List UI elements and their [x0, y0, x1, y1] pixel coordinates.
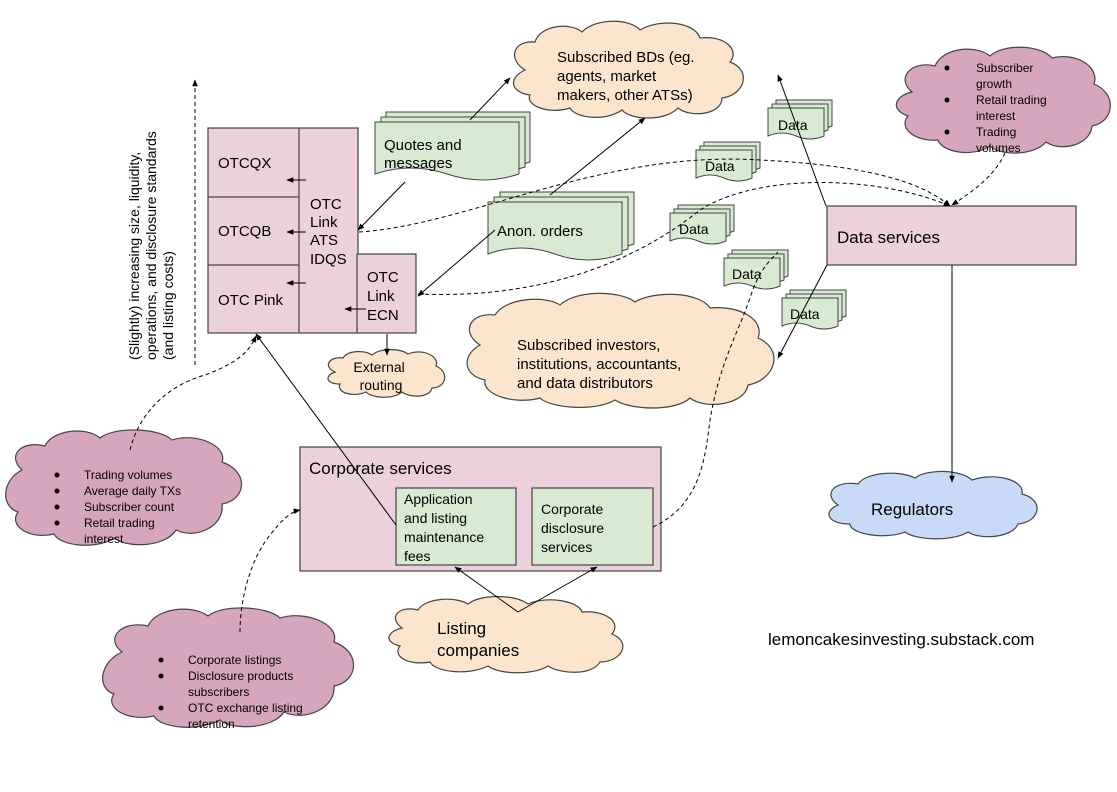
subscribed-investors-cloud [466, 292, 775, 409]
data-doc-2 [695, 141, 761, 182]
otc-link-ecn-label: OTC Link ECN [367, 269, 403, 324]
svg-text:interest: interest [976, 109, 1016, 123]
otc-link-ecn-box [356, 253, 417, 334]
svg-text:Corporate listings: Corporate listings [188, 653, 281, 667]
listing-fees-box [395, 487, 517, 566]
trading-drivers-list: Trading volumes Average daily TXs Subscr… [54, 468, 181, 546]
external-routing-cloud [327, 349, 446, 398]
anon-orders-doc [487, 191, 635, 261]
svg-text:Retail trading: Retail trading [976, 93, 1047, 107]
data-doc-3 [669, 204, 735, 245]
svg-text:subscribers: subscribers [188, 685, 249, 699]
subscribed-bds-cloud [513, 20, 744, 119]
data-label-1: Data [778, 117, 808, 133]
dashed-connectors [129, 152, 1006, 633]
svg-text:Average daily TXs: Average daily TXs [84, 484, 181, 498]
data-label-3: Data [679, 221, 709, 237]
external-routing-label: External routing [353, 359, 408, 393]
disclosure-services-label: Corporate disclosure services [541, 501, 608, 555]
quotes-messages-label: Quotes and messages [384, 137, 466, 172]
tier-otcpink: OTC Pink [218, 292, 284, 309]
data-label-5: Data [790, 306, 820, 322]
corporate-drivers-cloud [102, 607, 355, 728]
svg-text:Retail trading: Retail trading [84, 516, 155, 530]
listing-companies-cloud [388, 595, 624, 674]
listing-companies-label: Listing companies [437, 619, 519, 660]
data-doc-4 [723, 249, 789, 290]
data-services-box [826, 205, 1077, 266]
data-services-label: Data services [837, 228, 940, 247]
otc-markets-block [207, 127, 359, 334]
data-label-4: Data [732, 266, 762, 282]
listing-fees-label: Application and listing maintenance fees [404, 491, 488, 564]
svg-text:Disclosure products: Disclosure products [188, 669, 293, 683]
tier-otcqx: OTCQX [218, 155, 271, 172]
watermark: lemoncakesinvesting.substack.com [768, 630, 1034, 649]
quotes-messages-doc [374, 111, 531, 181]
otc-link-ats-label: OTC Link ATS IDQS [310, 196, 347, 268]
data-drivers-list: Subscriber growth Retail trading interes… [944, 61, 1047, 155]
solid-connectors [255, 74, 955, 613]
svg-text:growth: growth [976, 77, 1012, 91]
svg-text:volumes: volumes [976, 141, 1021, 155]
subscribed-investors-label: Subscribed investors, institutions, acco… [517, 337, 685, 392]
svg-text:Subscriber: Subscriber [976, 61, 1033, 75]
tier-otcqb: OTCQB [218, 223, 271, 240]
data-doc-5 [781, 289, 847, 330]
svg-text:interest: interest [84, 532, 124, 546]
tier-scale-label: (Slightly) increasing size, liquidity, o… [126, 127, 176, 360]
corporate-services-title: Corporate services [309, 459, 452, 478]
subscribed-bds-label: Subscribed BDs (eg. agents, market maker… [557, 49, 699, 104]
trading-drivers-cloud [5, 429, 243, 546]
svg-text:Trading: Trading [976, 125, 1016, 139]
data-label-2: Data [705, 158, 735, 174]
svg-text:Trading volumes: Trading volumes [84, 468, 172, 482]
anon-orders-label: Anon. orders [497, 223, 583, 240]
svg-text:OTC exchange listing: OTC exchange listing [188, 701, 303, 715]
corporate-drivers-list: Corporate listings Disclosure products s… [158, 653, 303, 731]
regulators-cloud [828, 470, 1038, 540]
svg-text:Subscriber count: Subscriber count [84, 500, 175, 514]
data-drivers-cloud [895, 46, 1111, 154]
regulators-label: Regulators [871, 500, 953, 519]
svg-text:retention: retention [188, 717, 235, 731]
